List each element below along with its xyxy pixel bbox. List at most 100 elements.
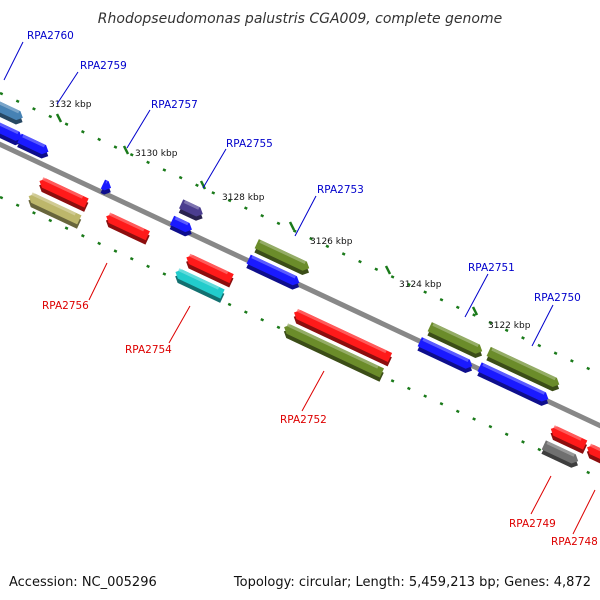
gene-feature[interactable]: [25, 192, 83, 229]
gene-label-rpa2753[interactable]: RPA2753: [317, 184, 364, 196]
gene-feature[interactable]: [426, 322, 486, 360]
gene-feature[interactable]: [16, 133, 52, 161]
kbp-tick-mark: [288, 221, 296, 231]
accession-text: Accession: NC_005296: [9, 575, 157, 590]
gene-label-rpa2756[interactable]: RPA2756: [42, 300, 89, 312]
gene-feature-face: [550, 426, 588, 450]
gene-feature-highlight: [183, 200, 200, 210]
gene-feature[interactable]: [177, 199, 206, 223]
gene-feature-face: [175, 269, 225, 299]
gene-feature[interactable]: [253, 239, 313, 277]
gene-label-rpa2760[interactable]: RPA2760: [27, 30, 74, 42]
gene-feature-highlight: [491, 347, 557, 381]
gene-feature-highlight: [589, 443, 600, 453]
gene-leader-line: [56, 71, 79, 105]
gene-feature-highlight: [42, 177, 84, 199]
gene-feature-highlight: [22, 134, 46, 148]
gene-feature-face: [541, 440, 579, 464]
gene-leader-line: [126, 109, 151, 149]
gene-feature-highlight: [296, 308, 387, 354]
gene-feature[interactable]: [540, 440, 582, 469]
gene-leader-line: [202, 148, 227, 189]
gene-feature-face: [169, 215, 192, 233]
kbp-ticks: 3132 kbp 3130 kbp 3128 kbp 3126 kbp 3124 kbp…: [49, 100, 531, 331]
gene-feature-face: [28, 193, 82, 225]
gene-features[interactable]: [0, 93, 600, 470]
gene-feature-face: [186, 254, 234, 284]
gene-leader-line: [531, 304, 554, 347]
gene-feature[interactable]: [0, 93, 26, 127]
gene-label-rpa2750[interactable]: RPA2750: [534, 292, 581, 304]
gene-leader-line: [294, 195, 317, 237]
map-title: Rhodopseudomonas palustris CGA009, compl…: [98, 11, 502, 27]
kbp-tick-label: 3130 kbp: [135, 149, 178, 159]
kbp-tick-mark: [122, 145, 130, 155]
tick-dot-row: [0, 195, 600, 480]
gene-label-rpa2755[interactable]: RPA2755: [226, 138, 273, 150]
gene-leader-line: [3, 41, 24, 81]
gene-feature-face: [284, 324, 385, 378]
gene-feature[interactable]: [168, 215, 195, 239]
gene-feature[interactable]: [36, 176, 90, 212]
kbp-tick-label: 3124 kbp: [399, 280, 442, 290]
gene-feature-highlight: [422, 338, 469, 362]
gene-leader-line: [88, 262, 108, 301]
gene-feature[interactable]: [290, 308, 393, 367]
gene-feature-face: [254, 239, 310, 271]
gene-feature[interactable]: [583, 443, 600, 466]
gene-leader-line: [464, 273, 489, 318]
gene-leader-line: [530, 475, 552, 515]
kbp-tick-mark: [384, 265, 392, 275]
gene-label-rpa2759[interactable]: RPA2759: [80, 60, 127, 72]
gene-label-rpa2757[interactable]: RPA2757: [151, 99, 198, 111]
gene-feature-face: [179, 199, 203, 217]
gene-feature-highlight: [546, 441, 575, 457]
gene-feature-face: [294, 310, 393, 363]
gene-feature[interactable]: [245, 254, 303, 292]
gene-feature[interactable]: [280, 323, 385, 382]
gene-feature-highlight: [108, 212, 145, 232]
gene-feature-highlight: [174, 216, 189, 226]
gene-feature[interactable]: [183, 253, 236, 288]
gene-feature-face: [246, 254, 300, 286]
gene-leader-line: [301, 370, 325, 412]
gene-feature-highlight: [482, 363, 546, 395]
tick-dot-row: [0, 91, 600, 376]
kbp-tick-label: 3126 kbp: [310, 237, 353, 247]
gene-label-rpa2749[interactable]: RPA2749: [509, 518, 556, 530]
gene-feature-highlight: [286, 323, 379, 369]
gene-feature[interactable]: [476, 362, 552, 408]
gene-feature-face: [39, 178, 89, 208]
gene-label-rpa2752[interactable]: RPA2752: [280, 414, 327, 426]
kbp-tick-label: 3132 kbp: [49, 100, 92, 110]
gene-feature-face: [477, 362, 549, 402]
gene-feature-face: [17, 133, 49, 155]
kbp-tick-label: 3128 kbp: [222, 193, 265, 203]
gene-feature-highlight: [189, 253, 229, 275]
gene-label-rpa2748[interactable]: RPA2748: [551, 536, 598, 548]
gene-label-rpa2751[interactable]: RPA2751: [468, 262, 515, 274]
gene-feature-face: [486, 346, 560, 387]
gene-feature[interactable]: [102, 212, 151, 245]
gene-feature[interactable]: [0, 116, 26, 147]
gene-feature[interactable]: [485, 346, 563, 393]
kbp-tick-label: 3122 kbp: [488, 321, 531, 331]
gene-feature-face: [0, 116, 23, 141]
gene-feature[interactable]: [172, 267, 226, 303]
gene-feature-highlight: [105, 180, 108, 184]
gene-feature-face: [587, 444, 600, 462]
gene-feature-highlight: [251, 255, 297, 279]
gene-labels: RPA2760RPA2759RPA2757RPA2755RPA2753RPA27…: [3, 30, 598, 548]
gene-label-rpa2754[interactable]: RPA2754: [125, 344, 172, 356]
kbp-tick-mark: [199, 180, 207, 190]
gene-feature-highlight: [553, 425, 582, 441]
gene-leader-line: [168, 305, 191, 344]
gene-feature[interactable]: [99, 179, 115, 197]
gene-feature-face: [106, 213, 150, 241]
gene-feature-face: [427, 322, 483, 354]
gene-feature[interactable]: [416, 337, 476, 375]
gene-feature[interactable]: [547, 424, 589, 454]
gene-feature-face: [417, 337, 473, 369]
tick-dot-rows: [0, 91, 600, 480]
